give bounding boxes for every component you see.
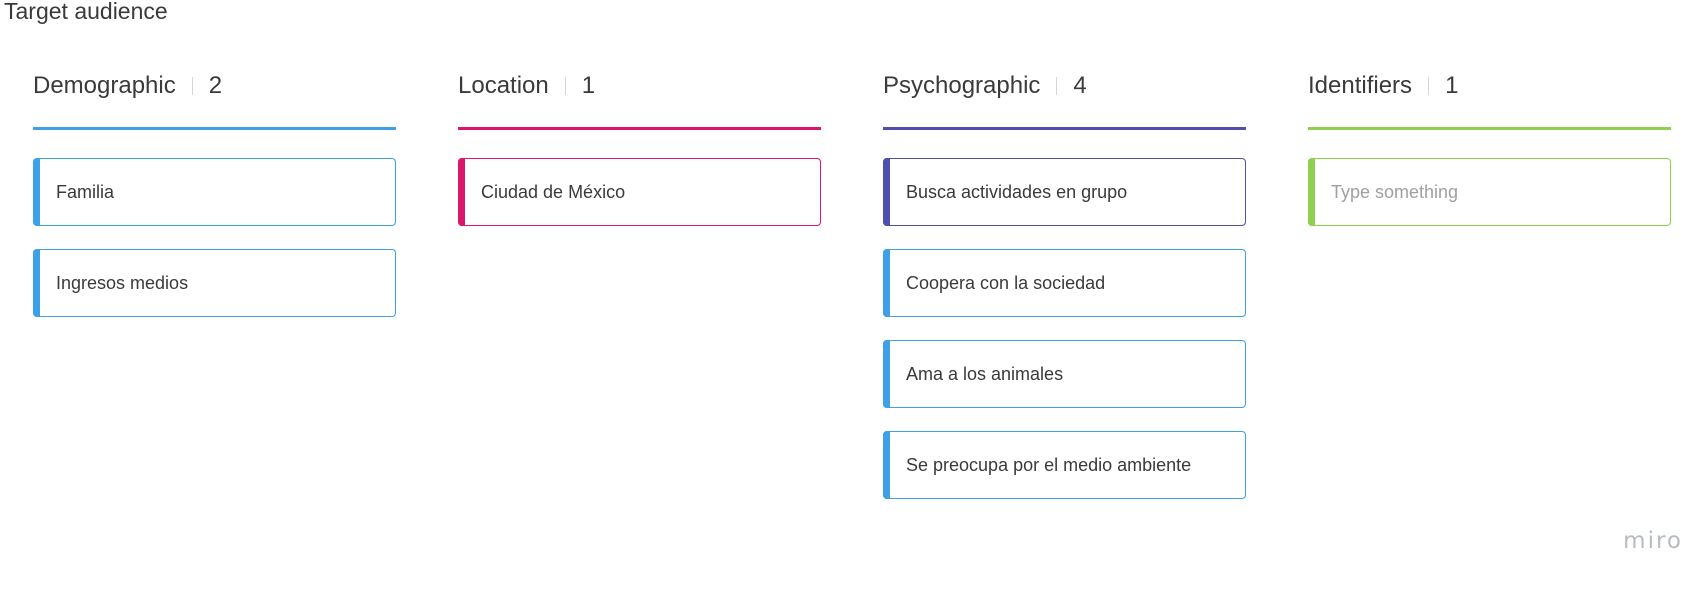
card[interactable]: Ingresos medios: [33, 249, 396, 317]
card-list: Ciudad de México: [458, 158, 821, 249]
card[interactable]: Ama a los animales: [883, 340, 1246, 408]
card-text: Se preocupa por el medio ambiente: [906, 454, 1192, 475]
card[interactable]: Familia: [33, 158, 396, 226]
card-text: Busca actividades en grupo: [906, 181, 1128, 202]
card-color-bar: [883, 340, 890, 408]
card-color-bar: [883, 249, 890, 317]
card-text: Ingresos medios: [56, 272, 189, 293]
card[interactable]: Busca actividades en grupo: [883, 158, 1246, 226]
column-location: Location 1 Ciudad de México: [458, 68, 821, 226]
column-title: Psychographic: [883, 72, 1041, 99]
card-color-bar: [33, 249, 40, 317]
column-header: Psychographic 4: [883, 68, 1246, 104]
card[interactable]: Coopera con la sociedad: [883, 249, 1246, 317]
column-rule: [883, 127, 1246, 130]
column-count: 1: [581, 72, 596, 99]
header-divider: [1056, 77, 1058, 95]
card[interactable]: Se preocupa por el medio ambiente: [883, 431, 1246, 499]
card-text: Familia: [56, 181, 115, 202]
card-color-bar: [33, 158, 40, 226]
card-placeholder: Type something: [1331, 181, 1459, 202]
miro-logo: miro: [1623, 528, 1683, 554]
page-title: Target audience: [4, 0, 168, 24]
column-count: 4: [1073, 72, 1087, 99]
card-color-bar: [458, 158, 465, 226]
card-color-bar: [883, 158, 890, 226]
column-rule: [33, 127, 396, 130]
column-rule: [458, 127, 821, 130]
column-header: Location 1: [458, 68, 821, 104]
column-count: 1: [1445, 72, 1459, 99]
column-identifiers: Identifiers 1 Type something: [1308, 68, 1671, 226]
column-title: Demographic: [33, 72, 176, 99]
header-divider: [1428, 77, 1430, 95]
card-color-bar: [883, 431, 890, 499]
card-text: Coopera con la sociedad: [906, 272, 1106, 293]
header-divider: [191, 77, 193, 95]
column-header: Demographic 2: [33, 68, 396, 104]
header-divider: [564, 77, 566, 95]
card-list: Type something: [1308, 158, 1671, 249]
column-title: Location: [458, 72, 549, 99]
column-header: Identifiers 1: [1308, 68, 1671, 104]
column-rule: [1308, 127, 1671, 130]
card-text: Ama a los animales: [906, 363, 1064, 384]
card-color-bar: [1308, 158, 1315, 226]
column-count: 2: [208, 72, 223, 99]
new-card-input[interactable]: Type something: [1308, 158, 1671, 226]
column-title: Identifiers: [1308, 72, 1413, 99]
card[interactable]: Ciudad de México: [458, 158, 821, 226]
card-text: Ciudad de México: [481, 181, 626, 202]
column-psychographic: Psychographic 4 Busca actividades en gru…: [883, 68, 1246, 499]
